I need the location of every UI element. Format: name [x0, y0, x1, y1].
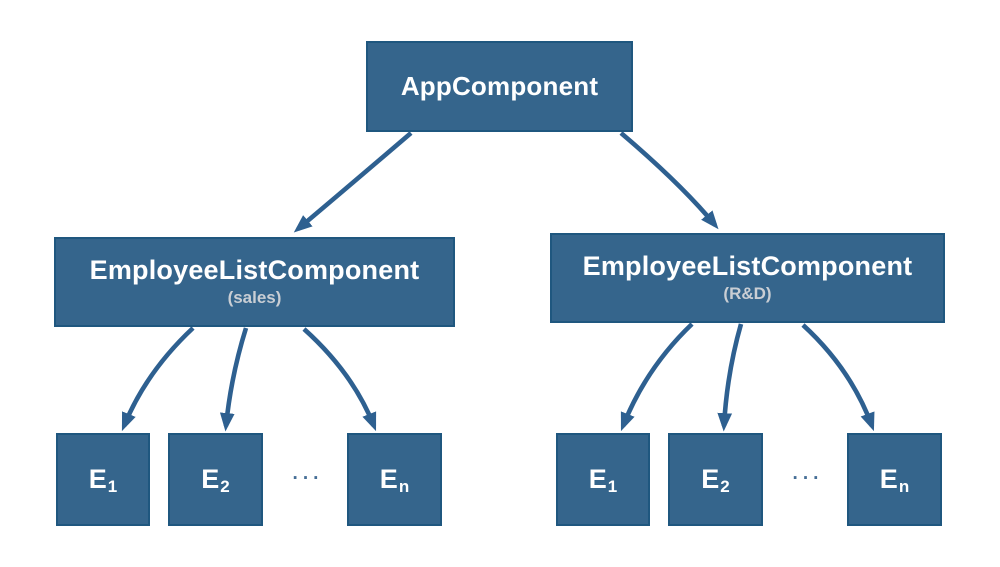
arrow-rnd-to-e2 — [717, 323, 744, 432]
node-sales-employee-n: En — [347, 433, 442, 526]
node-rnd-employee-1: E1 — [556, 433, 650, 526]
node-rnd-label: EmployeeListComponent — [582, 251, 913, 282]
leaf-label: E1 — [88, 464, 118, 497]
node-employee-list-sales: EmployeeListComponent (sales) — [54, 237, 455, 327]
arrow-app-to-sales-list — [293, 131, 413, 233]
node-sales-sublabel: (sales) — [227, 288, 282, 307]
leaf-label: E2 — [201, 464, 230, 497]
rnd-ellipsis: ··· — [792, 468, 824, 489]
leaf-label: E2 — [701, 464, 730, 497]
arrow-sales-to-e1 — [121, 326, 195, 432]
node-rnd-sublabel: (R&D) — [723, 284, 772, 303]
leaf-label: En — [379, 464, 410, 497]
arrow-rnd-to-e1 — [620, 322, 694, 432]
leaf-label: E1 — [588, 464, 618, 497]
node-sales-label: EmployeeListComponent — [89, 255, 420, 286]
node-sales-employee-2: E2 — [168, 433, 263, 526]
node-sales-employee-1: E1 — [56, 433, 150, 526]
node-rnd-employee-2: E2 — [668, 433, 763, 526]
arrow-rnd-to-en — [801, 323, 875, 432]
node-employee-list-rnd: EmployeeListComponent (R&D) — [550, 233, 945, 323]
arrow-sales-to-en — [302, 327, 377, 432]
leaf-label: En — [879, 464, 910, 497]
node-app-label: AppComponent — [400, 71, 599, 102]
node-rnd-employee-n: En — [847, 433, 942, 526]
arrow-app-to-rnd-list — [619, 131, 719, 230]
node-app-component: AppComponent — [366, 41, 633, 132]
arrow-sales-to-e2 — [219, 327, 249, 432]
sales-ellipsis: ··· — [292, 468, 324, 489]
